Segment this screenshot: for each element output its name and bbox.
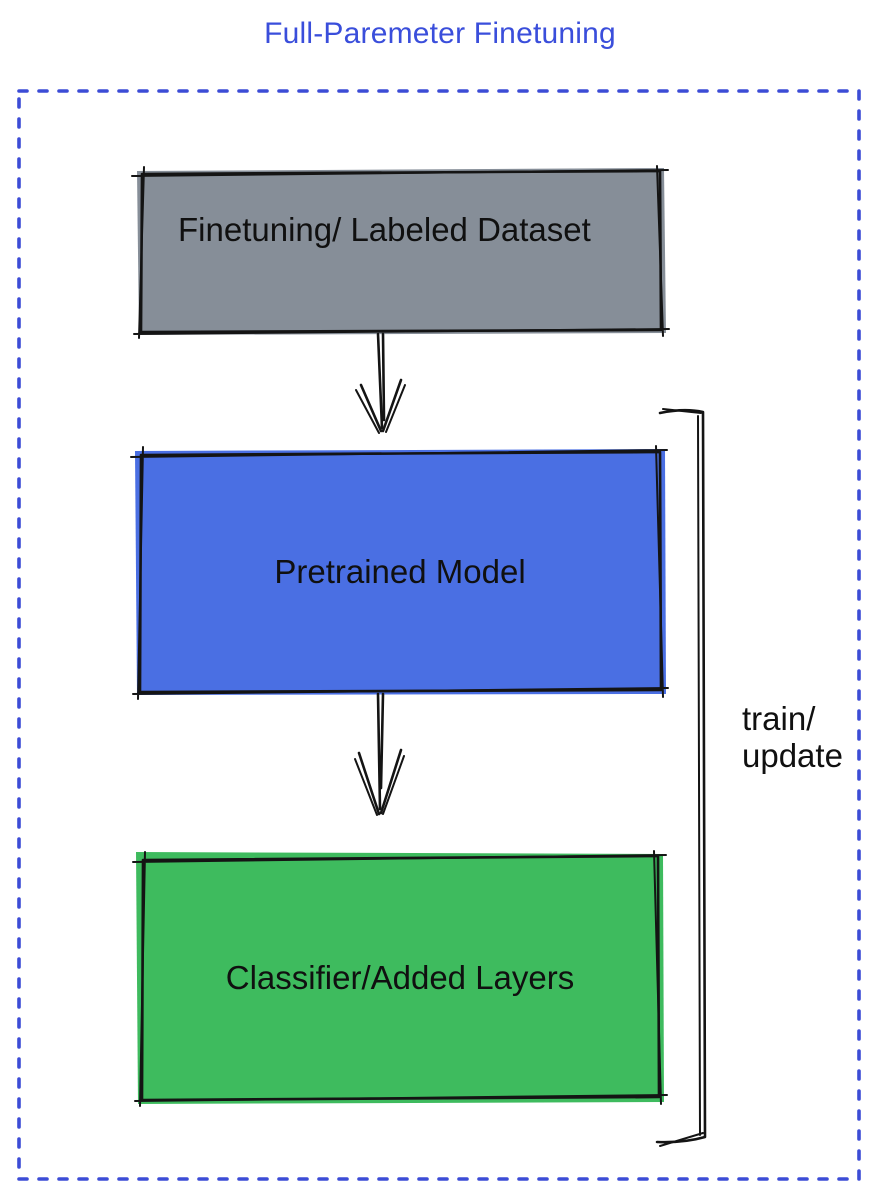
diagram-title: Full-Paremeter Finetuning: [264, 17, 616, 50]
classifier-box: [132, 850, 668, 1107]
pretrained-box-fill: [135, 449, 666, 695]
train-update-label: train/ update: [742, 700, 843, 774]
train-update-bracket: [655, 408, 707, 1147]
arrow-dataset-to-pretrained: [355, 332, 406, 434]
bracket-sketch-strokes: [659, 408, 704, 1147]
pretrained-box-label: Pretrained Model: [138, 452, 662, 692]
arrow-head: [357, 748, 403, 816]
dashed-frame: [17, 89, 861, 1181]
dataset-box: [131, 165, 670, 339]
arrow-head-sketch: [354, 755, 405, 816]
arrow-shaft: [376, 692, 385, 811]
classifier-box-label: Classifier/Added Layers: [140, 856, 660, 1100]
classifier-box-sketch-strokes: [132, 850, 668, 1107]
arrow-pretrained-to-classifier: [354, 692, 405, 816]
pretrained-box-sketch-strokes: [130, 445, 669, 700]
classifier-box-label-text: Classifier/Added Layers: [225, 959, 575, 996]
classifier-box-fill: [136, 852, 664, 1104]
dataset-box-label: Finetuning/ Labeled Dataset: [178, 211, 591, 248]
arrow-head-sketch: [355, 384, 406, 434]
pretrained-box: [130, 445, 669, 700]
dashed-frame-rect: [17, 89, 861, 1181]
pretrained-box-label-text: Pretrained Model: [274, 553, 526, 590]
dataset-box-fill: [137, 168, 666, 335]
arrow-head: [359, 378, 403, 433]
dataset-box-sketch-strokes: [131, 165, 670, 339]
train-update-label-line2: update: [742, 737, 843, 774]
train-update-label-line1: train/: [742, 700, 816, 737]
arrow-shaft: [376, 332, 386, 430]
